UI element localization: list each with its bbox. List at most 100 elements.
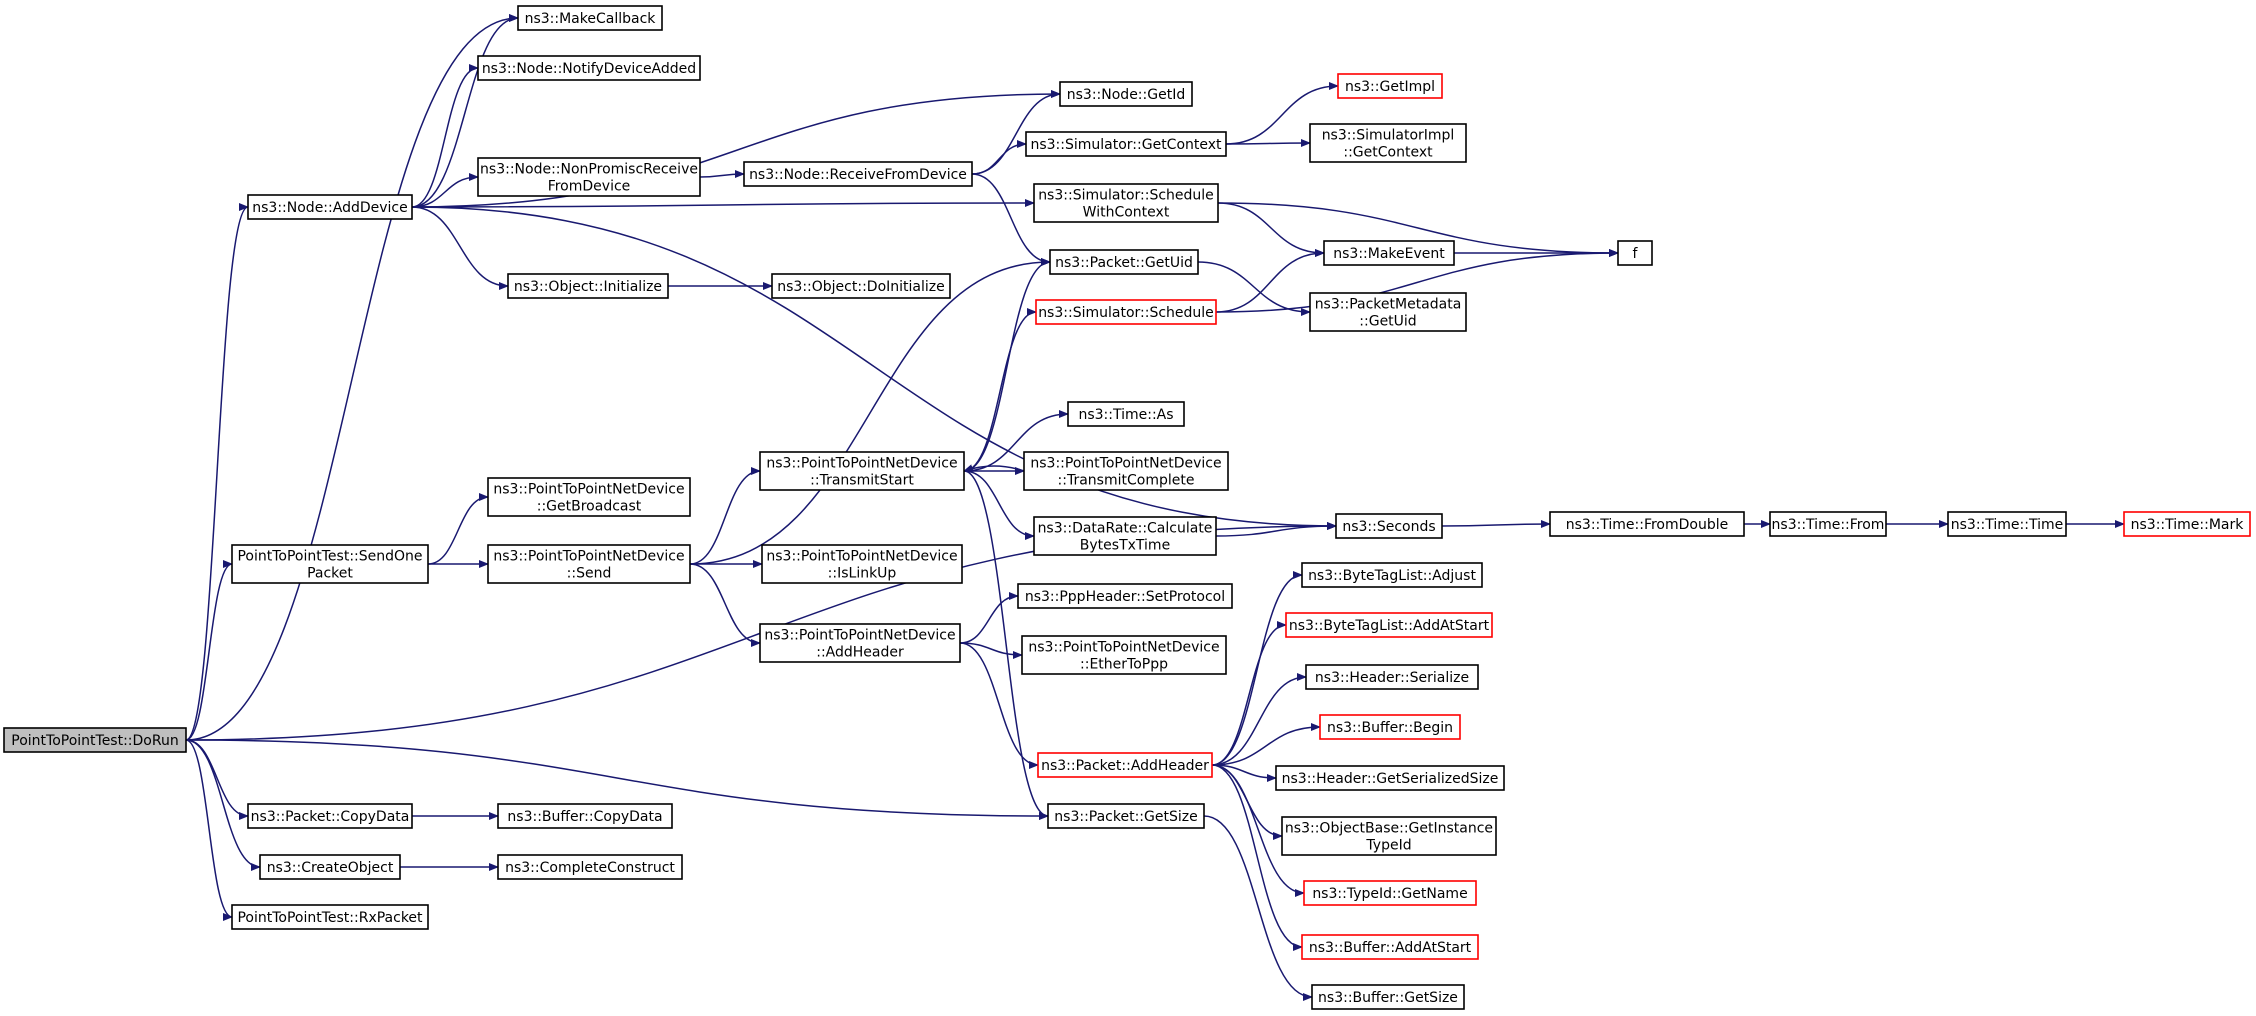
- node-label: PointToPointTest::SendOne: [237, 549, 422, 565]
- node-packetgetuid[interactable]: ns3::Packet::GetUid: [1049, 249, 1199, 275]
- node-notifydeviceadded[interactable]: ns3::Node::NotifyDeviceAdded: [477, 55, 701, 81]
- edge-receivefromdevice-to-simgetcontext: [971, 140, 1027, 175]
- node-label: ns3::CreateObject: [267, 860, 394, 876]
- node-box: [507, 273, 669, 299]
- node-makeevent[interactable]: ns3::MakeEvent: [1323, 240, 1455, 266]
- edge-transmitstart-to-datarate: [963, 470, 1035, 540]
- node-rxpacket[interactable]: PointToPointTest::RxPacket: [231, 904, 429, 930]
- node-box: [1285, 612, 1493, 638]
- node-label: ns3::MakeCallback: [525, 11, 657, 27]
- node-packetgetsize[interactable]: ns3::Packet::GetSize: [1047, 803, 1205, 829]
- node-label: ns3::Time::From: [1772, 517, 1885, 533]
- edge-packetaddheader-to-headergetsersize: [1211, 764, 1277, 782]
- node-packetcopydata[interactable]: ns3::Packet::CopyData: [247, 803, 413, 829]
- node-simschedule[interactable]: ns3::Simulator::Schedule: [1035, 299, 1217, 325]
- node-timemark[interactable]: ns3::Time::Mark: [2123, 511, 2251, 537]
- node-box: [1037, 752, 1213, 778]
- node-fromdouble[interactable]: ns3::Time::FromDouble: [1549, 511, 1745, 537]
- node-p2psend[interactable]: ns3::PointToPointNetDevice::Send: [487, 544, 691, 584]
- node-label: ::EtherToPpp: [1080, 657, 1168, 673]
- node-completeconstruct[interactable]: ns3::CompleteConstruct: [497, 854, 683, 880]
- node-label: ns3::Node::GetId: [1067, 87, 1185, 103]
- edge-p2paddheader-to-ethertoppp: [959, 642, 1023, 659]
- node-label: PointToPointTest::RxPacket: [237, 910, 423, 926]
- node-packetaddheader[interactable]: ns3::Packet::AddHeader: [1037, 752, 1213, 778]
- node-box: [3, 727, 187, 753]
- node-headergetsersize[interactable]: ns3::Header::GetSerializedSize: [1275, 765, 1505, 791]
- node-transmitstart[interactable]: ns3::PointToPointNetDevice::TransmitStar…: [759, 451, 965, 491]
- node-label: BytesTxTime: [1080, 538, 1170, 554]
- node-bufferbegin[interactable]: ns3::Buffer::Begin: [1319, 714, 1461, 740]
- node-label: ns3::ByteTagList::AddAtStart: [1289, 618, 1490, 634]
- node-buffercopydata[interactable]: ns3::Buffer::CopyData: [497, 803, 673, 829]
- node-islinkup[interactable]: ns3::PointToPointNetDevice::IsLinkUp: [761, 544, 963, 584]
- node-buffergetsize[interactable]: ns3::Buffer::GetSize: [1311, 984, 1465, 1010]
- edge-p2paddheader-to-pppsetprotocol: [959, 592, 1019, 644]
- node-p2paddheader[interactable]: ns3::PointToPointNetDevice::AddHeader: [759, 623, 961, 663]
- node-box: [259, 854, 401, 880]
- node-getbroadcast[interactable]: ns3::PointToPointNetDevice::GetBroadcast: [487, 477, 691, 517]
- node-nodegetid[interactable]: ns3::Node::GetId: [1059, 81, 1193, 107]
- node-box: [1301, 562, 1483, 588]
- node-box: [1025, 131, 1227, 157]
- edge-transmitcomplete-to-transmitstart: [963, 464, 1025, 472]
- node-box: [1035, 299, 1217, 325]
- node-label: ::AddHeader: [816, 645, 904, 661]
- node-timefrom[interactable]: ns3::Time::From: [1769, 511, 1887, 537]
- node-getimpl[interactable]: ns3::GetImpl: [1337, 73, 1443, 99]
- node-seconds[interactable]: ns3::Seconds: [1335, 513, 1443, 539]
- node-timeas[interactable]: ns3::Time::As: [1067, 401, 1185, 427]
- node-box: [1033, 516, 1217, 556]
- node-label: ns3::Header::GetSerializedSize: [1282, 771, 1499, 787]
- node-box: [1309, 292, 1467, 332]
- node-box: [1323, 240, 1455, 266]
- node-bytetagadjust[interactable]: ns3::ByteTagList::Adjust: [1301, 562, 1483, 588]
- node-label: ns3::Time::Mark: [2131, 517, 2245, 533]
- node-bufferaddatstart[interactable]: ns3::Buffer::AddAtStart: [1301, 934, 1479, 960]
- node-label: ns3::Packet::GetSize: [1054, 809, 1197, 825]
- node-box: [1769, 511, 1887, 537]
- node-transmitcomplete[interactable]: ns3::PointToPointNetDevice::TransmitComp…: [1023, 451, 1229, 491]
- node-receivefromdevice[interactable]: ns3::Node::ReceiveFromDevice: [743, 161, 973, 187]
- node-label: ns3::ByteTagList::Adjust: [1308, 568, 1476, 584]
- edge-datarate-to-seconds: [1215, 522, 1337, 537]
- edge-transmitstart-to-packetgetuid: [963, 258, 1051, 472]
- edge-nonpromisc-to-receivefromdevice: [699, 170, 745, 179]
- node-simimplctx[interactable]: ns3::SimulatorImpl::GetContext: [1309, 123, 1467, 163]
- node-label: FromDevice: [548, 179, 631, 195]
- node-label: WithContext: [1083, 205, 1170, 221]
- node-typeidgetname[interactable]: ns3::TypeId::GetName: [1303, 880, 1477, 906]
- node-dorun[interactable]: PointToPointTest::DoRun: [3, 727, 187, 753]
- node-pppsetprotocol[interactable]: ns3::PppHeader::SetProtocol: [1017, 583, 1233, 609]
- node-bytetagaddatstart[interactable]: ns3::ByteTagList::AddAtStart: [1285, 612, 1493, 638]
- node-label: ns3::CompleteConstruct: [505, 860, 675, 876]
- edge-packetaddheader-to-bufferbegin: [1211, 723, 1321, 766]
- node-simgetcontext[interactable]: ns3::Simulator::GetContext: [1025, 131, 1227, 157]
- node-box: [247, 194, 413, 220]
- edge-transmitstart-to-timeas: [963, 410, 1069, 472]
- node-pmgetuid[interactable]: ns3::PacketMetadata::GetUid: [1309, 292, 1467, 332]
- node-label: ::TransmitStart: [810, 473, 914, 489]
- node-createobject[interactable]: ns3::CreateObject: [259, 854, 401, 880]
- node-ethertoppp[interactable]: ns3::PointToPointNetDevice::EtherToPpp: [1021, 635, 1227, 675]
- node-box: [1049, 249, 1199, 275]
- node-box: [1303, 880, 1477, 906]
- node-makecallback[interactable]: ns3::MakeCallback: [517, 5, 663, 31]
- node-nodeadddevice[interactable]: ns3::Node::AddDevice: [247, 194, 413, 220]
- node-f[interactable]: f: [1617, 240, 1653, 266]
- edge-receivefromdevice-to-packetgetuid: [971, 173, 1051, 266]
- edge-packetaddheader-to-bytetagaddatstart: [1211, 621, 1287, 766]
- node-timetime[interactable]: ns3::Time::Time: [1947, 511, 2067, 537]
- nodes: PointToPointTest::DoRun ns3::MakeCallback…: [3, 5, 2251, 1010]
- node-box: [1947, 511, 2067, 537]
- node-objinitialize[interactable]: ns3::Object::Initialize: [507, 273, 669, 299]
- edge-p2psend-to-p2paddheader: [689, 563, 761, 647]
- node-headerserialize[interactable]: ns3::Header::Serialize: [1305, 664, 1479, 690]
- edge-seconds-to-fromdouble: [1441, 520, 1551, 529]
- node-objdoinitialize[interactable]: ns3::Object::DoInitialize: [771, 273, 951, 299]
